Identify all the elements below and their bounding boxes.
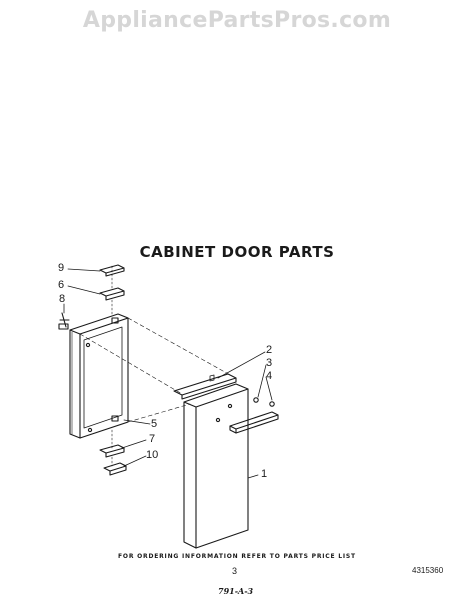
ordering-note: FOR ORDERING INFORMATION REFER TO PARTS … (118, 553, 356, 560)
callout-2: 2 (266, 344, 273, 356)
callout-leader-lines (63, 268, 273, 479)
callout-10: 10 (146, 449, 159, 461)
diagram-title: CABINET DOOR PARTS (139, 243, 335, 261)
page-number: 3 (232, 566, 238, 576)
part-10-lower-clip (103, 456, 127, 476)
part-7-lower-hinge (99, 429, 125, 458)
part-2-handle-bracket (173, 373, 237, 400)
callout-3: 3 (266, 357, 273, 369)
callout-1: 1 (261, 468, 268, 480)
door-frame-panel (69, 313, 129, 439)
callout-5: 5 (151, 418, 158, 430)
part-3-4-handle (229, 397, 279, 434)
part-6-top-hinge (99, 287, 125, 315)
callout-9: 9 (58, 262, 65, 274)
callout-6: 6 (58, 279, 65, 291)
part-1-cabinet-door (183, 383, 249, 549)
callout-4: 4 (266, 370, 273, 382)
callout-8: 8 (59, 293, 66, 305)
watermark-text: AppliancePartsPros.com (82, 8, 392, 33)
part-8-screw (58, 312, 70, 330)
assembly-guide-lines (79, 317, 233, 423)
part-code: 4315360 (412, 566, 444, 575)
doc-code: 791-A-3 (218, 586, 254, 596)
callout-7: 7 (149, 433, 156, 445)
part-9-top-clip (99, 264, 125, 291)
